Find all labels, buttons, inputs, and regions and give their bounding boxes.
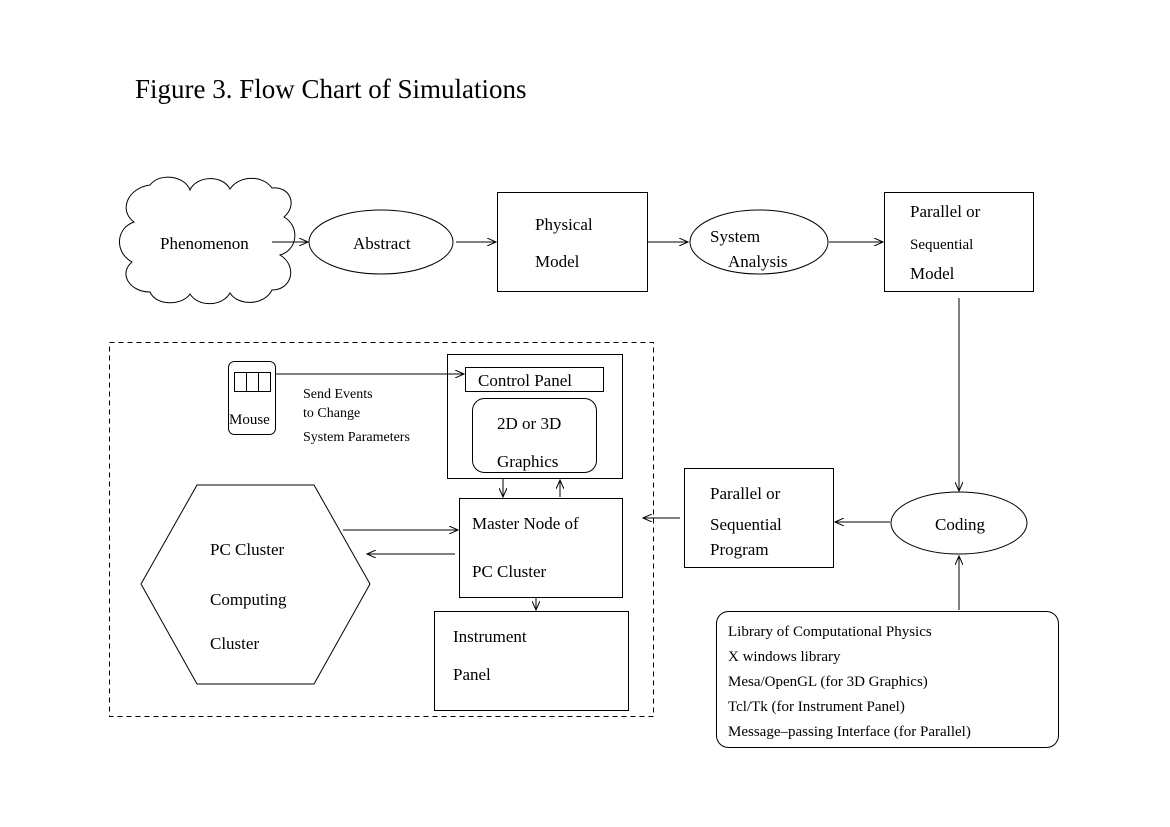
coding-label: Coding [935, 515, 986, 534]
mouse-note-line1: Send Events [303, 387, 373, 402]
system-analysis-label-line1: System [710, 227, 760, 246]
abstract-ellipse [308, 209, 454, 275]
physical-model-label-line1: Physical [535, 215, 593, 234]
parallel-program-label-line3: Program [710, 540, 769, 559]
system-analysis-node: System Analysis [689, 209, 829, 275]
cluster-dashed-region [109, 342, 654, 717]
abstract-label: Abstract [353, 234, 411, 253]
graphics-box [472, 398, 597, 473]
parallel-program-box [684, 468, 834, 568]
display-box [447, 354, 623, 479]
parallel-program-label-line2: Sequential [710, 515, 782, 534]
parallel-model-node: Parallel or Sequential Model [884, 192, 1034, 292]
pc-cluster-label-line1: PC Cluster [210, 540, 284, 559]
library-box: Library of Computational Physics X windo… [716, 611, 1059, 748]
physical-model-label-line2: Model [535, 252, 580, 271]
instrument-panel-node: Instrument Panel [434, 611, 629, 711]
instrument-panel-label-line2: Panel [453, 665, 491, 684]
physical-model-box [497, 192, 648, 292]
parallel-model-box [884, 192, 1034, 292]
pc-cluster-label-line2: Computing [210, 590, 287, 609]
coding-node: Coding [890, 491, 1028, 555]
parallel-model-label-line1: Parallel or [910, 202, 981, 221]
library-item: X windows library [728, 649, 841, 665]
mouse-note-line3: System Parameters [303, 430, 410, 445]
mouse-note-line2: to Change [303, 406, 360, 421]
graphics-label-line2: Graphics [497, 452, 558, 471]
abstract-node: Abstract [308, 209, 454, 275]
control-panel-label: Control Panel [478, 371, 572, 390]
library-rounded-rect [716, 611, 1059, 748]
instrument-panel-label-line1: Instrument [453, 627, 527, 646]
mouse-icon [228, 361, 276, 435]
parallel-model-label-line2: Sequential [910, 237, 973, 253]
master-node: Master Node of PC Cluster [459, 498, 623, 598]
system-analysis-label-line2: Analysis [728, 252, 788, 271]
graphics-label-line1: 2D or 3D [497, 414, 561, 433]
mouse-button-right [258, 372, 271, 392]
master-node-label-line1: Master Node of [472, 514, 579, 533]
library-item: Library of Computational Physics [728, 624, 932, 640]
pc-cluster-hexagon [140, 484, 371, 685]
phenomenon-node: Phenomenon [119, 176, 296, 305]
instrument-panel-box [434, 611, 629, 711]
physical-model-node: Physical Model [497, 192, 648, 292]
parallel-program-node: Parallel or Sequential Program [684, 468, 834, 568]
pc-cluster-node: PC Cluster Computing Cluster [140, 484, 371, 685]
system-analysis-ellipse [689, 209, 829, 275]
coding-ellipse [890, 491, 1028, 555]
library-item: Tcl/Tk (for Instrument Panel) [728, 699, 905, 715]
phenomenon-label: Phenomenon [160, 234, 249, 253]
mouse-button-middle [246, 372, 259, 392]
figure-title: Figure 3. Flow Chart of Simulations [135, 74, 527, 104]
mouse-node: Mouse [228, 361, 276, 435]
parallel-model-label-line3: Model [910, 264, 955, 283]
display-node: Control Panel 2D or 3D Graphics [447, 354, 623, 479]
control-panel-box [465, 367, 604, 392]
mouse-button-left [234, 372, 247, 392]
master-node-label-line2: PC Cluster [472, 562, 546, 581]
library-item: Message–passing Interface (for Parallel) [728, 724, 971, 740]
phenomenon-cloud-shape [119, 176, 296, 305]
mouse-label: Mouse [229, 412, 270, 428]
parallel-program-label-line1: Parallel or [710, 484, 781, 503]
pc-cluster-label-line3: Cluster [210, 634, 259, 653]
master-node-box [459, 498, 623, 598]
library-item: Mesa/OpenGL (for 3D Graphics) [728, 674, 928, 690]
